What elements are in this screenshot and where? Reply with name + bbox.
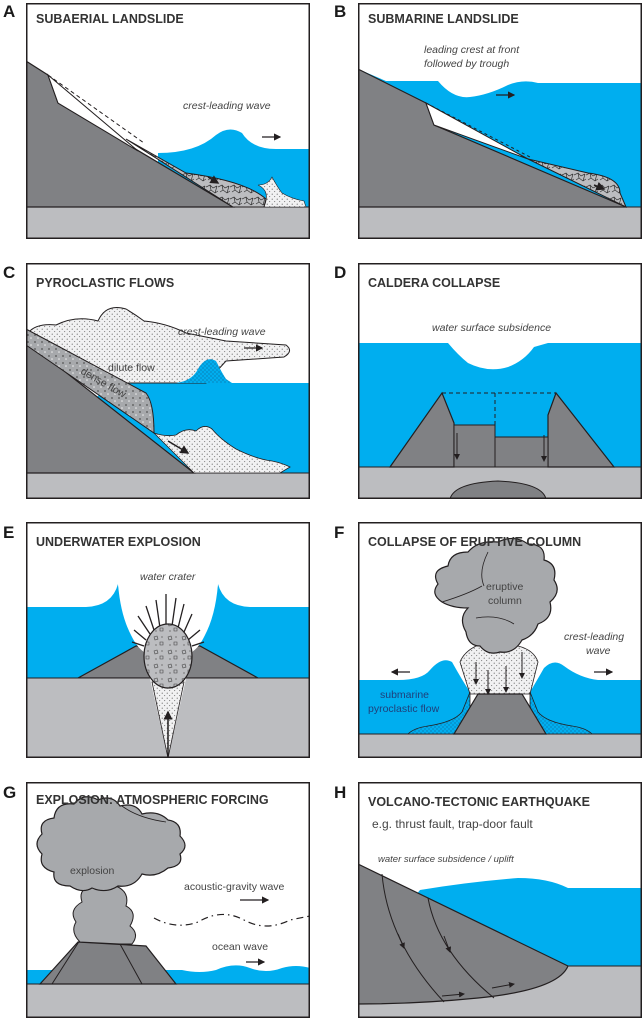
- wave-label-line1: leading crest at front: [424, 44, 520, 56]
- slide-scar: [425, 101, 529, 160]
- pyroclastic-flows-diagram: PYROCLASTIC FLOWS crest-leading wave dil…: [26, 263, 310, 499]
- ocean-wave-label: ocean wave: [212, 941, 268, 953]
- panel-title: EXPLOSION: ATMOSPHERIC FORCING: [36, 793, 269, 807]
- slide-arrow: [593, 182, 606, 191]
- landslide-debris: [125, 138, 267, 208]
- submarine-flow-label-line1: submarine: [380, 689, 429, 701]
- subsided-block-right: [494, 436, 549, 468]
- landslide-debris: [527, 158, 627, 209]
- underwater-explosion-diagram: UNDERWATER EXPLOSION water crater: [26, 522, 310, 758]
- slide-arrow: [207, 175, 220, 184]
- wave-label-line2: wave: [586, 645, 611, 657]
- panel-title: PYROCLASTIC FLOWS: [36, 276, 174, 290]
- wave-label: crest-leading wave: [178, 326, 266, 338]
- caldera-collapse-diagram: CALDERA COLLAPSE water surface subsidenc…: [358, 263, 642, 499]
- eruptive-column: [434, 537, 558, 654]
- explosion-spikes: [131, 594, 205, 647]
- flow-arrow: [167, 440, 190, 454]
- panel-volcano-tectonic-earthquake: VOLCANO-TECTONIC EARTHQUAKE e.g. thrust …: [358, 782, 642, 1018]
- panel-letter-c: C: [3, 263, 16, 282]
- column-label-line2: column: [488, 595, 522, 607]
- panel-subaerial-landslide: SUBAERIAL LANDSLIDE crest-leading wave: [26, 3, 310, 239]
- wave-label-line1: crest-leading: [564, 631, 624, 643]
- wave-crest: [176, 359, 232, 383]
- panel-title: COLLAPSE OF ERUPTIVE COLUMN: [368, 535, 581, 549]
- original-summit: [442, 392, 556, 425]
- panel-title: CALDERA COLLAPSE: [368, 276, 500, 290]
- seafloor: [358, 733, 642, 758]
- panel-atmospheric-forcing: EXPLOSION: ATMOSPHERIC FORCING explosion…: [26, 782, 310, 1018]
- panel-letter-d: D: [334, 263, 347, 282]
- ash-plume: [72, 885, 136, 945]
- explosion-cloud: [36, 796, 186, 892]
- panel-collapse-eruptive-column: COLLAPSE OF ERUPTIVE COLUMN eruptive col…: [358, 522, 642, 758]
- panel-title: VOLCANO-TECTONIC EARTHQUAKE: [368, 795, 590, 809]
- fault-types-label: e.g. thrust fault, trap-door fault: [372, 817, 533, 831]
- slope-rock: [358, 68, 627, 208]
- slope-rock: [26, 60, 236, 208]
- panel-letter-e: E: [3, 523, 15, 542]
- wave-label: crest-leading wave: [183, 100, 271, 112]
- column-label-line1: eruptive: [486, 581, 524, 593]
- acoustic-gravity-wave: [153, 913, 310, 927]
- explosion-label: explosion: [70, 865, 115, 877]
- seafloor: [358, 206, 642, 239]
- volcano-cone: [38, 941, 178, 985]
- subsided-block-left: [453, 424, 496, 468]
- water-right: [530, 662, 642, 734]
- subsidence-label: water surface subsidence: [432, 322, 551, 334]
- panel-title: SUBAERIAL LANDSLIDE: [36, 12, 184, 26]
- panel-letter-a: A: [3, 2, 16, 21]
- panel-underwater-explosion: UNDERWATER EXPLOSION water crater: [26, 522, 310, 758]
- caldera-rim-right: [547, 391, 616, 468]
- magma-chamber: [449, 480, 547, 499]
- original-surface: [47, 74, 145, 144]
- underwater-flow: [153, 426, 291, 474]
- panel-title: UNDERWATER EXPLOSION: [36, 535, 201, 549]
- subsidence-uplift-label: water surface subsidence / uplift: [378, 854, 514, 865]
- original-surface: [425, 102, 531, 158]
- panel-caldera-collapse: CALDERA COLLAPSE water surface subsidenc…: [358, 263, 642, 499]
- explosion-bubble: [143, 623, 193, 689]
- atmospheric-forcing-diagram: EXPLOSION: ATMOSPHERIC FORCING explosion…: [26, 782, 310, 1018]
- slide-scar: [46, 73, 139, 152]
- submarine-flow-label-line2: pyroclastic flow: [368, 703, 440, 715]
- submarine-landslide-diagram: SUBMARINE LANDSLIDE leading crest at fro…: [358, 3, 642, 239]
- subaerial-landslide-diagram: SUBAERIAL LANDSLIDE crest-leading wave: [26, 3, 310, 239]
- panel-pyroclastic-flows: PYROCLASTIC FLOWS crest-leading wave dil…: [26, 263, 310, 499]
- crater-label: water crater: [140, 571, 196, 583]
- collapse-arrows: [473, 652, 525, 695]
- panel-title: SUBMARINE LANDSLIDE: [368, 12, 519, 26]
- dilute-flow: [27, 307, 290, 384]
- panel-letter-b: B: [334, 2, 347, 21]
- seafloor: [26, 983, 310, 1018]
- dilute-flow-label: dilute flow: [108, 362, 155, 374]
- seafloor: [26, 206, 310, 239]
- eruptive-column-collapse-diagram: COLLAPSE OF ERUPTIVE COLUMN eruptive col…: [358, 522, 642, 758]
- volcano-flank: [358, 863, 569, 1005]
- panel-submarine-landslide: SUBMARINE LANDSLIDE leading crest at fro…: [358, 3, 642, 239]
- wave-label-line2: followed by trough: [424, 58, 509, 70]
- panel-letter-g: G: [3, 783, 17, 802]
- volcano-cone: [452, 693, 548, 735]
- landslide-splash: [257, 176, 307, 208]
- caldera-rim: [388, 391, 455, 468]
- acoustic-wave-label: acoustic-gravity wave: [184, 881, 285, 893]
- column-collapse: [459, 645, 539, 695]
- panel-letter-h: H: [334, 783, 347, 802]
- water-left: [358, 660, 470, 734]
- seafloor: [26, 472, 310, 499]
- panel-letter-f: F: [334, 523, 345, 542]
- volcano-tectonic-earthquake-diagram: VOLCANO-TECTONIC EARTHQUAKE e.g. thrust …: [358, 782, 642, 1018]
